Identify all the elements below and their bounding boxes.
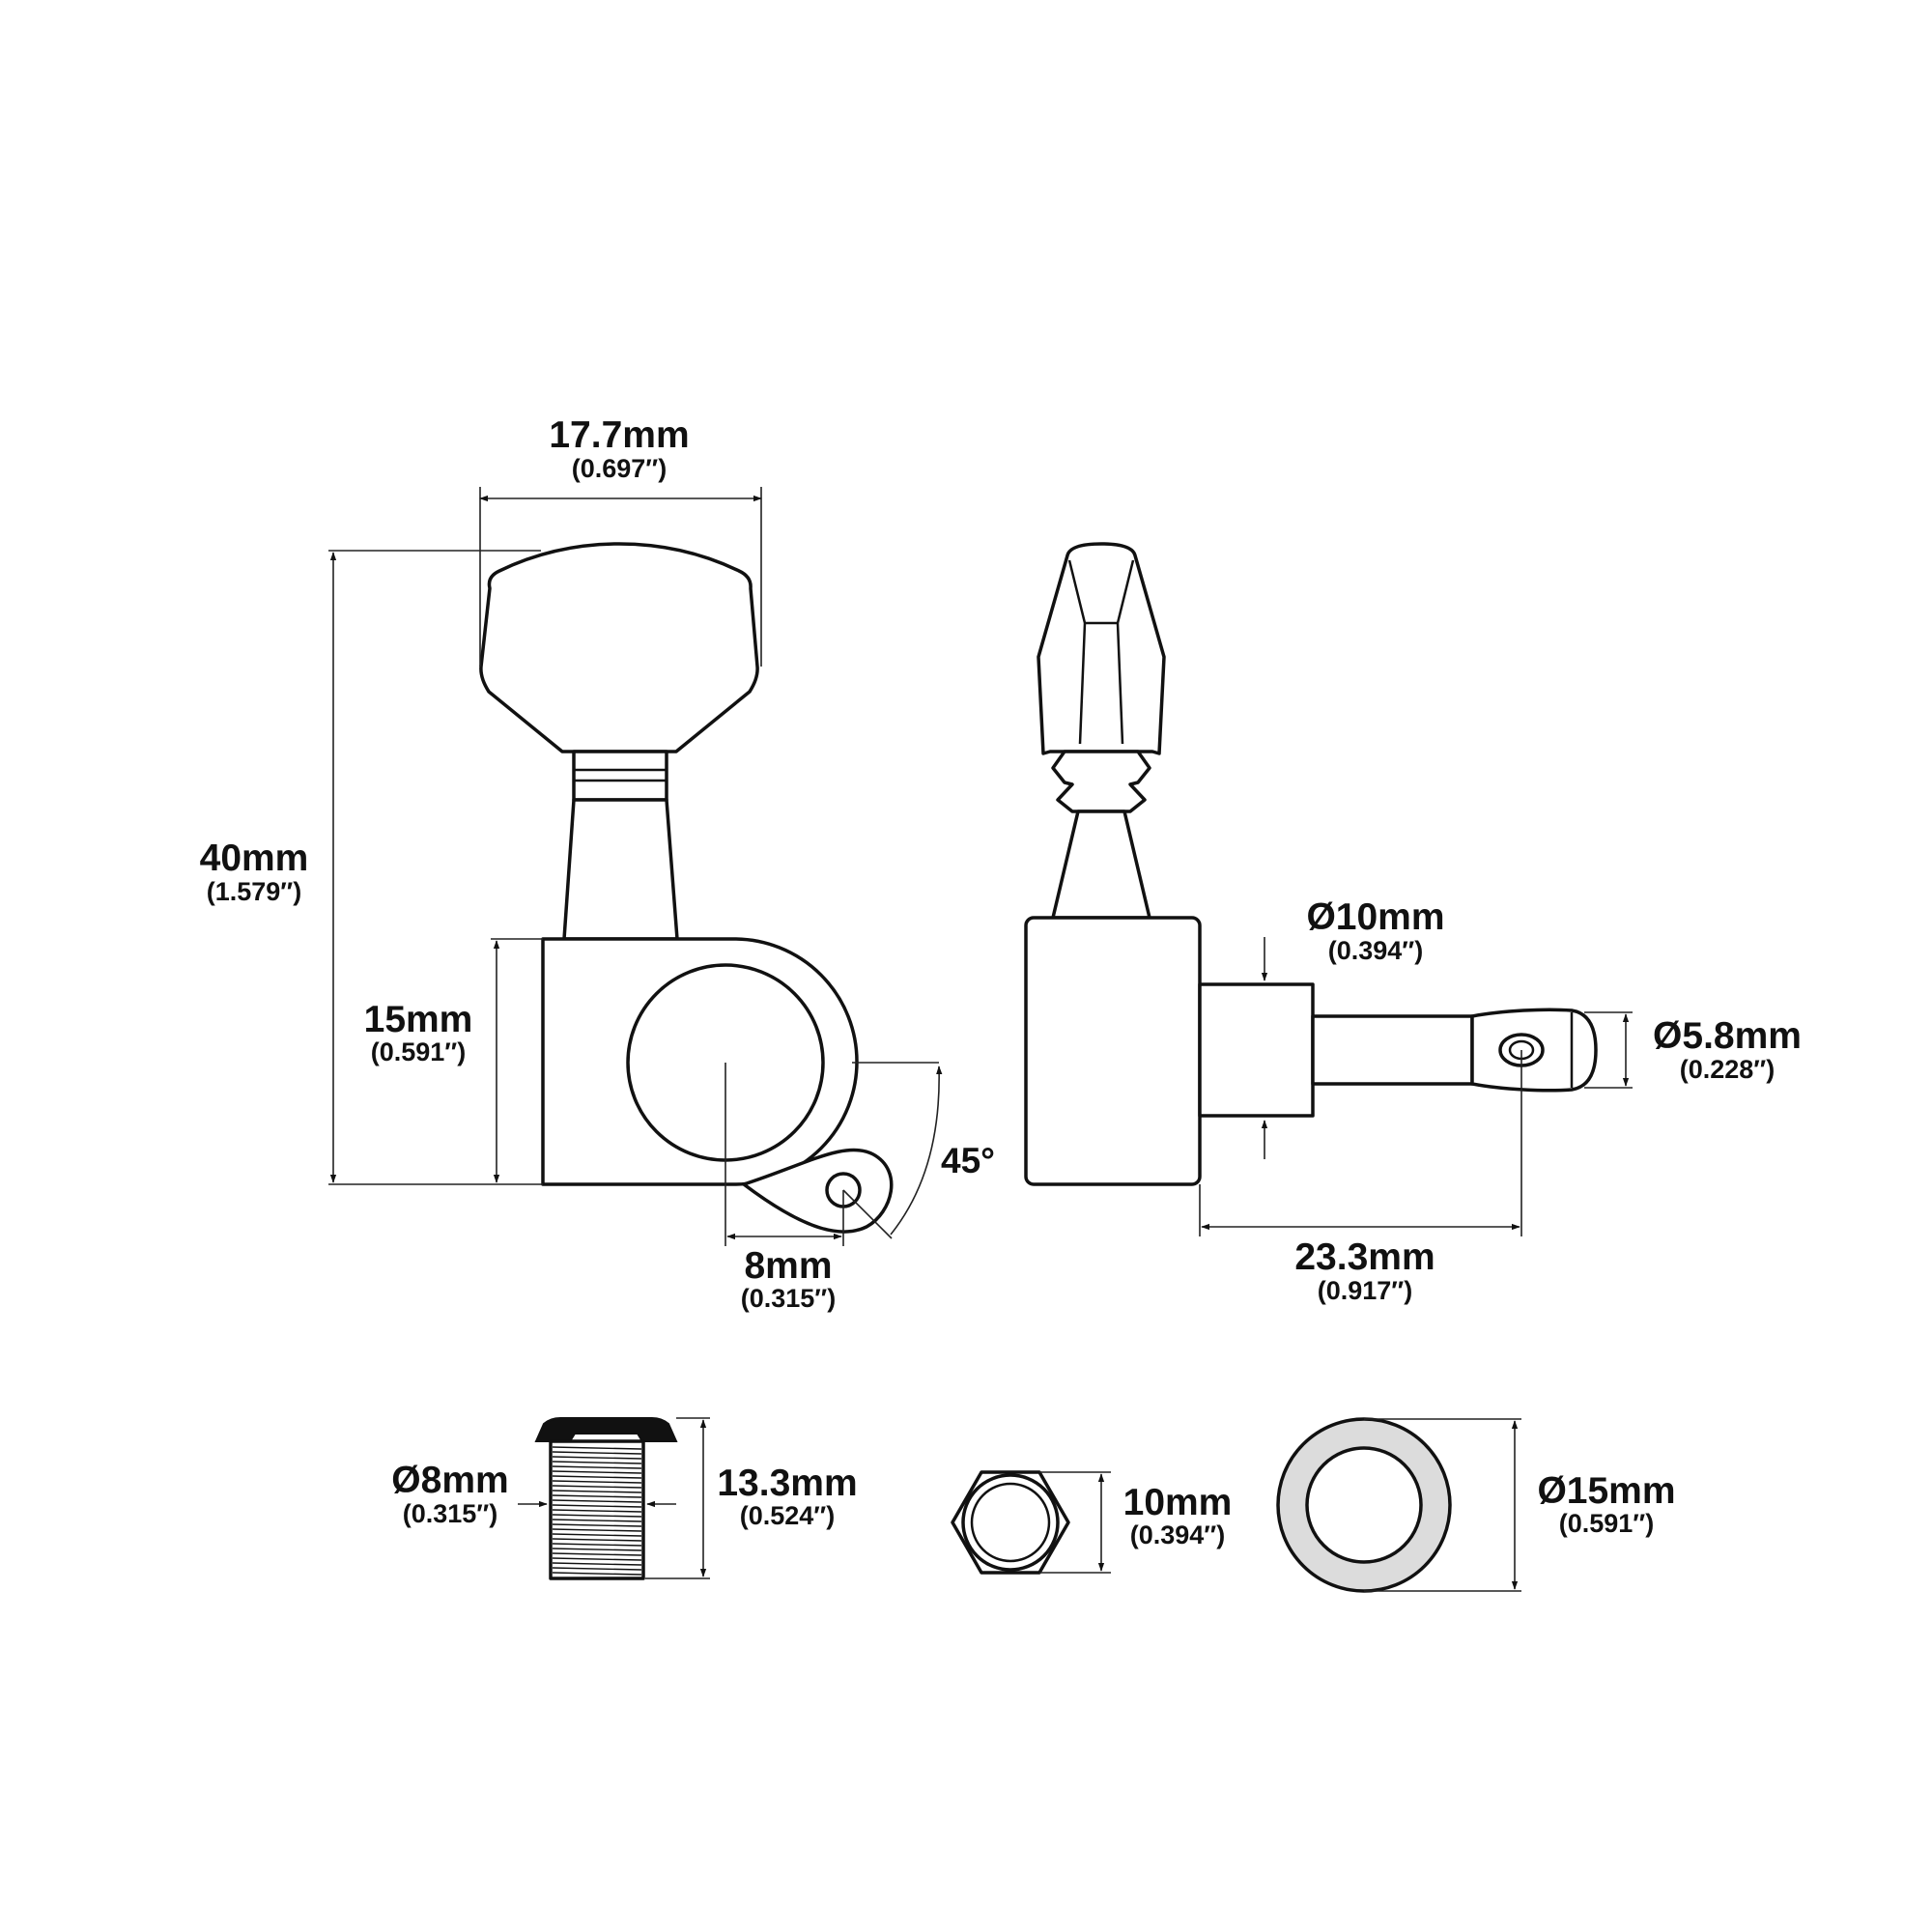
screw-offset-inch: (0.315″): [741, 1284, 836, 1313]
washer-diameter-inch: (0.591″): [1559, 1509, 1654, 1538]
string-post: [1311, 1014, 1474, 1086]
hex-nut-size-mm: 10mm: [1123, 1482, 1233, 1523]
dim-post-length: 23.3mm (0.917″): [1199, 1184, 1520, 1305]
post-length-mm: 23.3mm: [1294, 1236, 1435, 1278]
thread-line: [552, 1470, 642, 1474]
thread-line: [552, 1557, 642, 1561]
post-base-diameter-mm: Ø10mm: [1306, 896, 1444, 938]
threaded-bushing: [534, 1417, 678, 1580]
thread-line: [552, 1572, 642, 1576]
dim-bushing-diameter: Ø8mm (0.315″): [391, 1460, 676, 1528]
total-height-mm: 40mm: [200, 838, 309, 879]
post-base: [1198, 982, 1315, 1118]
total-height-inch: (1.579″): [207, 877, 301, 906]
thread-line: [552, 1567, 642, 1571]
thread-line: [552, 1465, 642, 1469]
housing-height-mm: 15mm: [364, 999, 473, 1040]
thread-line: [552, 1543, 642, 1547]
screw-offset-mm: 8mm: [744, 1245, 832, 1287]
bushing-diameter-inch: (0.315″): [403, 1499, 497, 1528]
dim-housing-height: 15mm (0.591″): [364, 938, 543, 1183]
hex-nut: [951, 1470, 1070, 1575]
post-diameter-mm: Ø5.8mm: [1653, 1015, 1802, 1057]
thread-line: [552, 1538, 642, 1542]
thread-line: [552, 1562, 642, 1566]
front-view: [479, 542, 894, 1246]
washer-hole: [1305, 1446, 1423, 1564]
dim-bushing-height: 13.3mm (0.524″): [645, 1417, 858, 1579]
thread-line: [552, 1461, 642, 1464]
side-shaft: [1051, 810, 1151, 920]
hex-nut-outer-ring: [961, 1473, 1060, 1572]
bushing-diameter-mm: Ø8mm: [391, 1460, 508, 1501]
dim-post-base-diameter: Ø10mm (0.394″): [1261, 896, 1445, 1159]
washer: [1276, 1417, 1452, 1593]
screw-angle-deg: 45°: [941, 1141, 995, 1180]
thread-line: [552, 1485, 642, 1489]
side-view: [1024, 542, 1598, 1236]
thread-line: [552, 1451, 642, 1455]
post-diameter-inch: (0.228″): [1680, 1055, 1775, 1084]
hex-nut-size-inch: (0.394″): [1130, 1520, 1225, 1549]
thread-line: [552, 1490, 642, 1493]
side-housing: [1024, 916, 1202, 1186]
side-button: [1037, 542, 1166, 755]
thread-line: [552, 1456, 642, 1460]
thread-line: [552, 1446, 642, 1450]
dim-screw-offset: 8mm (0.315″): [726, 1233, 842, 1313]
dim-screw-angle: 45°: [842, 1062, 995, 1239]
thread-line: [552, 1514, 642, 1518]
thread-line: [552, 1519, 642, 1522]
post-base-diameter-inch: (0.394″): [1328, 936, 1423, 965]
thread-line: [552, 1533, 642, 1537]
dim-total-height: 40mm (1.579″): [200, 550, 543, 1185]
dim-button-width: 17.7mm (0.697″): [479, 414, 762, 667]
thread-line: [552, 1548, 642, 1551]
bushing-flange: [534, 1417, 678, 1442]
hex-nut-inner-ring: [970, 1482, 1051, 1563]
washer-diameter-mm: Ø15mm: [1537, 1470, 1675, 1512]
button-width-mm: 17.7mm: [549, 414, 689, 456]
button-width-inch: (0.697″): [572, 454, 667, 483]
bushing-thread: [549, 1439, 645, 1580]
thread-line: [552, 1480, 642, 1484]
thread-line: [552, 1552, 642, 1556]
dim-washer-diameter: Ø15mm (0.591″): [1364, 1418, 1676, 1592]
thread-line: [552, 1504, 642, 1508]
side-button-facet: [1067, 559, 1135, 745]
housing-height-inch: (0.591″): [371, 1037, 466, 1066]
dim-post-diameter: Ø5.8mm (0.228″): [1584, 1011, 1802, 1089]
dim-hex-nut-size: 10mm (0.394″): [1039, 1471, 1233, 1574]
screw-tab: [742, 1148, 894, 1234]
thread-line: [552, 1499, 642, 1503]
thread-line: [552, 1475, 642, 1479]
tuner-button: [479, 542, 759, 753]
thread-line: [552, 1528, 642, 1532]
side-collar: [1051, 750, 1151, 813]
bushing-height-inch: (0.524″): [740, 1501, 835, 1530]
post-length-inch: (0.917″): [1318, 1276, 1412, 1305]
thread-line: [552, 1509, 642, 1513]
thread-line: [552, 1494, 642, 1498]
button-collar: [572, 750, 668, 802]
thread-line: [552, 1523, 642, 1527]
button-shaft: [562, 798, 679, 941]
bushing-height-mm: 13.3mm: [717, 1463, 857, 1504]
